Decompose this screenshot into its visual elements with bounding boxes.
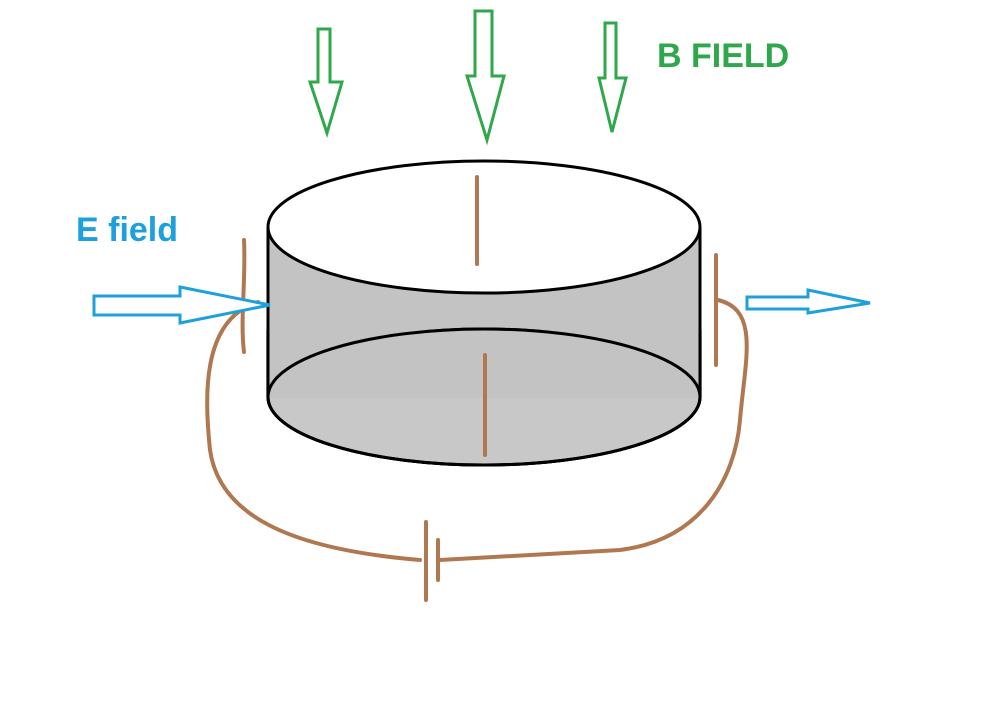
b-field-arrows [307,9,628,146]
wire-right [438,298,749,562]
left-plate [240,238,247,354]
b-arrow-right [597,21,628,133]
wire-left [205,300,422,562]
b-arrow-left [307,27,345,139]
b-field-label: B FIELD [657,37,789,75]
b-arrow-center [464,9,506,146]
e-field-label: E field [76,211,178,249]
cylinder [266,159,702,467]
e-arrow-right [745,288,871,315]
e-field-arrows [92,285,871,325]
cylinder-top-ellipse [266,159,702,295]
e-arrow-left [92,285,271,325]
